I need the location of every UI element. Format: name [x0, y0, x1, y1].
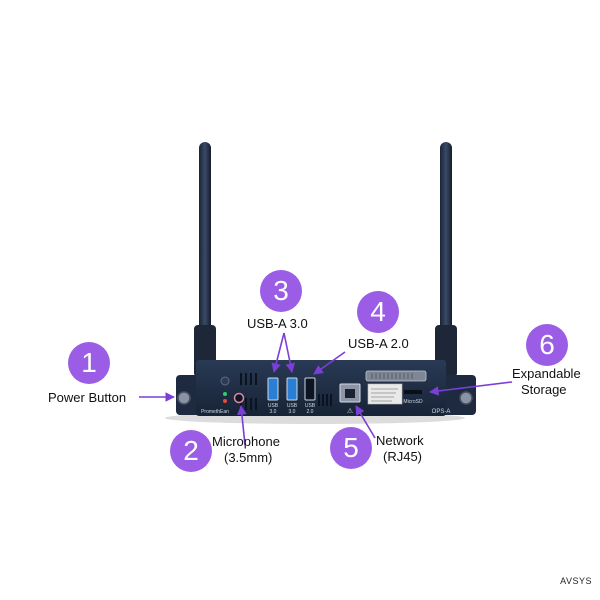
power-led [223, 392, 227, 396]
callout-2-badge: 2 [170, 430, 212, 472]
usb3-label-top: USB [305, 403, 316, 409]
callout-5-label-line2: (RJ45) [383, 449, 423, 464]
right-antenna [435, 142, 457, 377]
port-labels: USB 3.0 USB 3.0 USB 2.0 [268, 403, 316, 415]
usb1-label-top: USB [268, 403, 279, 409]
callout-4-badge: 4 [357, 291, 399, 333]
usb3-port-2 [286, 377, 298, 401]
callout-5-label-line1: Network [376, 433, 424, 448]
model-label: OPS-A [432, 409, 451, 415]
rj45-socket [345, 389, 355, 398]
callout-2-label-line2: (3.5mm) [224, 450, 273, 465]
vent-slots [240, 373, 332, 410]
usb3-label-bottom: 2.0 [307, 409, 314, 415]
callout-6-badge: 6 [526, 324, 568, 366]
status-led [223, 399, 227, 403]
usb3-port-1 [267, 377, 279, 401]
callout-3-label: USB-A 3.0 [247, 316, 308, 331]
left-antenna [194, 142, 216, 377]
callout-4-label: USB-A 2.0 [348, 336, 409, 351]
arrow-microphone [237, 405, 247, 446]
power-button [220, 376, 230, 386]
usb2-port [304, 377, 316, 401]
arrow-storage [429, 381, 513, 396]
right-thumbscrew [459, 391, 473, 405]
left-thumbscrew [177, 391, 191, 405]
usb1-label-bottom: 3.0 [270, 409, 277, 415]
arrow-network [355, 405, 376, 439]
callout-1-label: Power Button [48, 390, 127, 405]
microphone-jack [233, 392, 245, 404]
callout-2-label-line1: Microphone [212, 434, 280, 449]
callout-arrows [139, 332, 513, 446]
microsd-label: MicroSD [403, 399, 423, 405]
callout-1-badge: 1 [68, 342, 110, 384]
usb2-label-bottom: 3.0 [289, 409, 296, 415]
callout-5-badge: 5 [330, 427, 372, 469]
arrow-usb3-right [283, 332, 295, 373]
usb2-label-top: USB [287, 403, 298, 409]
arrow-usb2 [313, 351, 346, 375]
sticker-lines [371, 388, 398, 402]
callout-3-badge: 3 [260, 270, 302, 312]
expansion-slot-grip [371, 373, 413, 379]
callout-6-label-line1: Expandable [512, 366, 581, 381]
network-icon: ⚠ [347, 407, 354, 415]
arrow-usb3-left [271, 332, 285, 373]
callout-6-label-line2: Storage [521, 382, 567, 397]
microsd-slot [404, 390, 422, 394]
brand-label: PromethEan [201, 409, 229, 415]
watermark: AVSYS [560, 576, 592, 586]
